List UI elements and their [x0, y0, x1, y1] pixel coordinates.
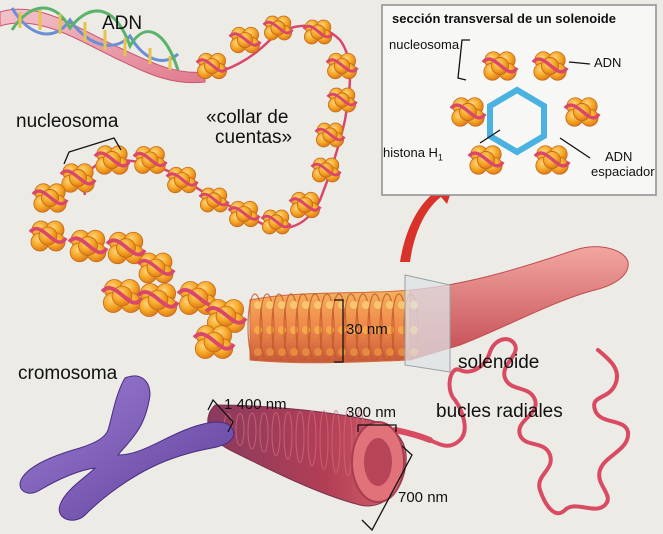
nucleosome-bead — [312, 158, 341, 182]
nucleosome-bead — [328, 88, 357, 112]
label-30nm: 30 nm — [346, 322, 388, 337]
nucleosome-bead — [194, 326, 234, 359]
nucleosome-bead — [229, 201, 260, 227]
label-adn: ADN — [102, 14, 142, 33]
label-bucles-radiales: bucles radiales — [436, 402, 563, 421]
nucleosome-bead — [565, 98, 599, 126]
nucleosome-bead — [33, 184, 67, 213]
nucleosome-bead — [304, 20, 333, 44]
nucleosome-bead — [200, 188, 229, 212]
nucleosome-bead — [167, 167, 198, 193]
nucleosome-bead — [30, 221, 66, 251]
label-300nm: 300 nm — [346, 405, 396, 420]
inset-label-adn-esp-2: espaciador — [591, 165, 655, 178]
nucleosome-bead — [107, 232, 145, 264]
nucleosome-bead — [262, 210, 291, 234]
nucleosome-bead — [69, 230, 107, 262]
nucleosome-bead — [230, 27, 261, 52]
label-collar-line1: «collar de — [206, 108, 288, 127]
chromosome — [20, 376, 234, 520]
inset-title: sección transversal de un solenoide — [392, 12, 616, 25]
nucleosome-bead — [95, 146, 129, 175]
label-collar-line2: cuentas» — [215, 128, 292, 147]
nucleosome-bead — [327, 53, 358, 79]
section-plane — [405, 275, 450, 372]
nucleosome-bead — [483, 52, 517, 81]
nucleosome-bead — [451, 98, 485, 126]
nucleosome-bead — [134, 147, 166, 174]
inset-label-adn-esp-1: ADN — [605, 150, 632, 163]
inset-label-nucleosoma: nucleosoma — [389, 38, 459, 51]
label-1400nm: 1 400 nm — [224, 397, 287, 412]
nucleosome-bead — [533, 52, 567, 81]
label-cromosoma: cromosoma — [18, 364, 117, 383]
nucleosome-bead — [316, 123, 345, 147]
label-nucleosoma: nucleosoma — [16, 112, 118, 131]
nucleosome-bead — [535, 146, 569, 175]
inset-label-histona: histona H1 — [383, 146, 443, 163]
label-700nm: 700 nm — [398, 490, 448, 505]
nucleosome-bead — [102, 280, 142, 313]
label-solenoide: solenoide — [458, 353, 539, 372]
nucleosome-bead — [469, 146, 503, 175]
nucleosome-bead — [138, 253, 174, 283]
nucleosome-bead — [138, 284, 178, 317]
nucleosome-bead — [61, 164, 95, 193]
nucleosome-bead — [197, 53, 228, 79]
inset-label-adn: ADN — [594, 56, 621, 69]
nucleosome-bead — [290, 192, 321, 218]
nucleosome-bead — [264, 16, 293, 40]
